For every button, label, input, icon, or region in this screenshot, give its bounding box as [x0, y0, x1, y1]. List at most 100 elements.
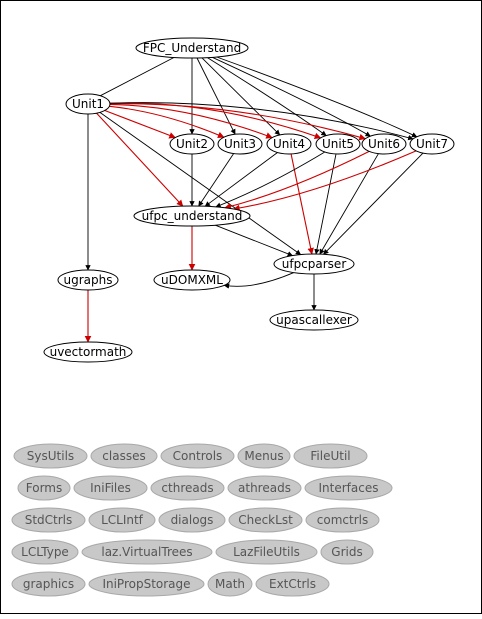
unused-unit-lclintf[interactable]: LCLIntf [88, 507, 156, 533]
edge-unit1-to-unit2 [104, 109, 176, 139]
edge-fpc-to-unit5 [207, 57, 327, 136]
unused-unit-forms[interactable]: Forms [17, 475, 71, 501]
edge-unit7-to-ufpc [233, 150, 417, 212]
edge-uparser-to-udom [223, 272, 294, 289]
node-uvectormath[interactable]: uvectormath [43, 341, 133, 363]
unused-unit-shape [160, 443, 235, 469]
edge-unit3-to-ufpc [198, 153, 234, 207]
node-unit7[interactable]: Unit7 [409, 133, 455, 155]
node-unit6[interactable]: Unit6 [361, 133, 407, 155]
unused-unit-lazfileutils[interactable]: LazFileUtils [215, 539, 318, 565]
unused-unit-sysutils[interactable]: SysUtils [13, 443, 88, 469]
edge-unit1-to-ufpc [96, 112, 184, 207]
unused-unit-label: graphics [23, 577, 74, 591]
unused-unit-label: IniPropStorage [102, 577, 190, 591]
node-label: upascallexer [276, 313, 352, 327]
edge-unit1-to-unit5 [109, 102, 322, 140]
unused-unit-shape [81, 539, 213, 565]
unused-unit-extctrls[interactable]: ExtCtrls [255, 571, 330, 597]
node-unit3[interactable]: Unit3 [217, 133, 263, 155]
unused-unit-dialogs[interactable]: dialogs [158, 507, 226, 533]
unused-unit-checklst[interactable]: CheckLst [228, 507, 303, 533]
node-shape [133, 205, 251, 227]
node-unit2[interactable]: Unit2 [169, 133, 215, 155]
unused-unit-fileutil[interactable]: FileUtil [293, 443, 368, 469]
node-unit1[interactable]: Unit1 [65, 93, 111, 115]
unused-unit-grids[interactable]: Grids [320, 539, 374, 565]
unused-unit-athreads[interactable]: athreads [227, 475, 302, 501]
unused-unit-shape [13, 443, 88, 469]
edge-unit1-to-unit4 [109, 103, 273, 139]
unused-unit-label: LazFileUtils [233, 545, 300, 559]
unused-unit-shape [150, 475, 225, 501]
node-shape [65, 93, 111, 115]
unused-unit-shape [227, 475, 302, 501]
unused-unit-inifiles[interactable]: IniFiles [73, 475, 148, 501]
unused-unit-label: Forms [26, 481, 62, 495]
edge-fpc-to-unit1 [94, 57, 175, 101]
unused-unit-math[interactable]: Math [207, 571, 253, 597]
node-shape [153, 269, 231, 291]
edge-unit6-to-ufpc [224, 150, 370, 210]
edge-fpc-to-unit7 [216, 56, 418, 138]
node-label: uDOMXML [161, 273, 223, 287]
unused-unit-shape [88, 507, 156, 533]
unused-unit-label: classes [102, 449, 145, 463]
unused-unit-shape [17, 475, 71, 501]
unused-unit-classes[interactable]: classes [90, 443, 158, 469]
unused-unit-label: Menus [244, 449, 283, 463]
edge-unit5-to-ufpc [215, 151, 326, 208]
unused-unit-label: FileUtil [310, 449, 350, 463]
unused-unit-label: ExtCtrls [269, 577, 316, 591]
unused-unit-comctrls[interactable]: comctrls [305, 507, 380, 533]
unused-unit-shape [11, 539, 79, 565]
node-ugraphs[interactable]: ugraphs [57, 269, 119, 291]
edge-fpc-to-unit3 [196, 57, 236, 135]
node-fpc-understand[interactable]: FPC_Understand [135, 37, 249, 59]
node-shape [135, 37, 249, 59]
node-label: Unit2 [176, 137, 208, 151]
edge-unit4-to-uparser [290, 153, 314, 255]
unused-unit-controls[interactable]: Controls [160, 443, 235, 469]
unused-unit-shape [11, 507, 86, 533]
unused-unit-label: CheckLst [238, 513, 293, 527]
unused-unit-inipropstorage[interactable]: IniPropStorage [88, 571, 205, 597]
node-ufpc-understand[interactable]: ufpc_understand [133, 205, 251, 227]
node-shape [361, 133, 407, 155]
edges-layer [84, 56, 424, 343]
unused-unit-interfaces[interactable]: Interfaces [304, 475, 393, 501]
unused-unit-label: laz.VirtualTrees [101, 545, 192, 559]
unused-unit-graphics[interactable]: graphics [11, 571, 86, 597]
edge-unit1-to-uparser [99, 112, 302, 255]
unused-unit-shape [237, 443, 291, 469]
unused-unit-lcltype[interactable]: LCLType [11, 539, 79, 565]
unused-unit-label: LCLType [21, 545, 69, 559]
unused-unit-shape [73, 475, 148, 501]
node-label: Unit3 [224, 137, 256, 151]
unused-unit-label: comctrls [317, 513, 368, 527]
edge-unit7-to-uparser [323, 152, 424, 255]
unused-unit-label: Interfaces [319, 481, 379, 495]
unused-unit-shape [90, 443, 158, 469]
unused-unit-laz-virtualtrees[interactable]: laz.VirtualTrees [81, 539, 213, 565]
unused-unit-shape [207, 571, 253, 597]
unused-unit-label: SysUtils [27, 449, 74, 463]
node-unit5[interactable]: Unit5 [315, 133, 361, 155]
node-unit4[interactable]: Unit4 [266, 133, 312, 155]
edge-unit4-to-ufpc [204, 152, 278, 207]
unused-unit-menus[interactable]: Menus [237, 443, 291, 469]
unused-unit-shape [305, 507, 380, 533]
node-upascallexer[interactable]: upascallexer [269, 309, 359, 331]
node-ufpcparser[interactable]: ufpcparser [273, 253, 355, 275]
node-label: uvectormath [50, 345, 127, 359]
node-label: ufpcparser [282, 257, 347, 271]
node-udomxml[interactable]: uDOMXML [153, 269, 231, 291]
unused-unit-shape [320, 539, 374, 565]
unused-unit-label: Grids [331, 545, 362, 559]
edge-unit1-to-unit3 [109, 105, 225, 138]
unused-units-layer: SysUtils classes Controls Menus FileUtilForm… [11, 443, 393, 597]
unused-unit-cthreads[interactable]: cthreads [150, 475, 225, 501]
unused-unit-stdctrls[interactable]: StdCtrls [11, 507, 86, 533]
